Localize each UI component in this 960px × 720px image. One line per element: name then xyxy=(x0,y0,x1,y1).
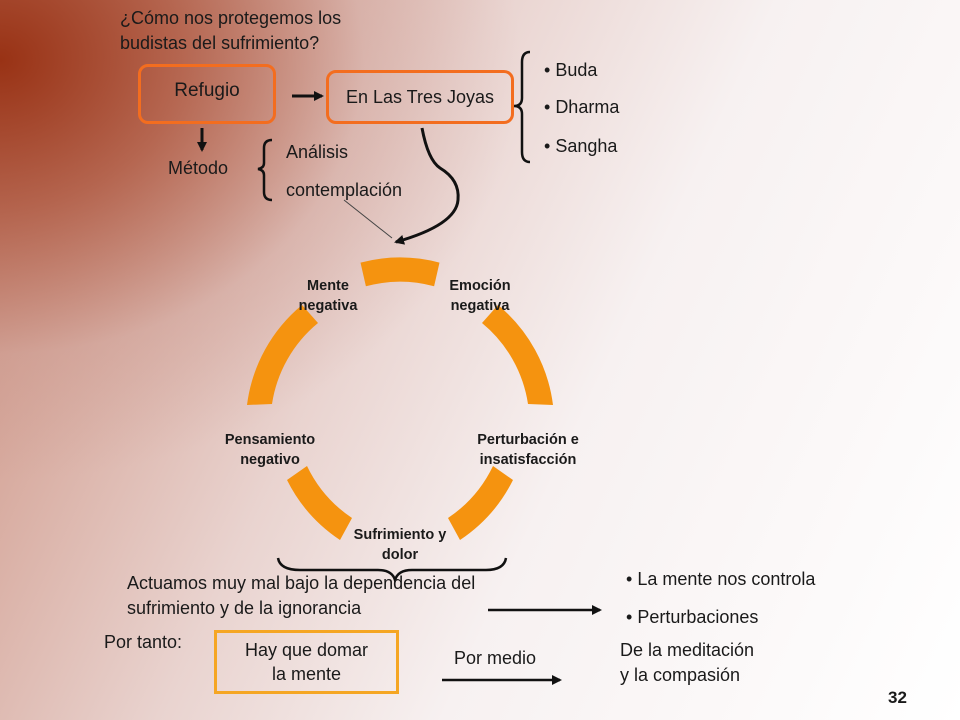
arc-right-lower xyxy=(448,466,513,540)
joya-item: Sangha xyxy=(544,136,617,157)
joya-item: Buda xyxy=(544,60,597,81)
refugio-box: Refugio xyxy=(138,64,276,124)
domar-line-1: Hay que domar xyxy=(244,640,369,660)
conclusion-line-1: Actuamos muy mal bajo la dependencia del xyxy=(127,573,476,593)
bracket-metodo xyxy=(257,138,273,202)
joya-item: Dharma xyxy=(544,97,619,118)
cycle-ring xyxy=(247,257,553,540)
por-medio-label: Por medio xyxy=(454,648,537,668)
result-item: La mente nos controla xyxy=(626,569,815,590)
cycle-label-sufrimiento: Sufrimiento y dolor xyxy=(353,527,447,563)
question-line-1: ¿Cómo nos protegemos los xyxy=(120,8,342,28)
arc-left-lower xyxy=(287,466,352,540)
meditacion-line-2: y la compasión xyxy=(620,665,741,685)
tres-joyas-box: En Las Tres Joyas xyxy=(326,70,514,124)
metodo-label: Método xyxy=(168,158,229,178)
cycle-label-pensamiento: Pensamiento negativo xyxy=(224,432,316,468)
cycle-label-emocion: Emoción negativa xyxy=(449,278,511,314)
slide-number: 32 xyxy=(888,688,907,707)
conclusion-line-2: sufrimiento y de la ignorancia xyxy=(127,598,362,618)
refugio-label: Refugio xyxy=(174,80,240,101)
pointer-contemplacion xyxy=(343,199,393,239)
arc-left-upper xyxy=(247,305,318,405)
brace-cycle xyxy=(276,557,508,585)
arrow-joyas-cycle xyxy=(394,127,460,245)
cycle-label-mente: Mente negativa xyxy=(298,278,358,314)
bracket-joyas xyxy=(513,50,531,164)
por-tanto-label: Por tanto: xyxy=(104,632,183,652)
domar-box: Hay que domar la mente xyxy=(214,630,399,694)
arc-top xyxy=(360,257,440,287)
metodo-item: contemplación xyxy=(286,180,403,200)
domar-line-2: la mente xyxy=(271,664,342,684)
arc-right-upper xyxy=(482,305,553,405)
tres-joyas-label: En Las Tres Joyas xyxy=(345,86,495,107)
result-item: Perturbaciones xyxy=(626,607,758,628)
metodo-item: Análisis xyxy=(286,142,349,162)
question-line-2: budistas del sufrimiento? xyxy=(120,33,320,53)
meditacion-line-1: De la meditación xyxy=(620,640,755,660)
cycle-label-perturbacion: Perturbación e insatisfacción xyxy=(477,432,579,468)
